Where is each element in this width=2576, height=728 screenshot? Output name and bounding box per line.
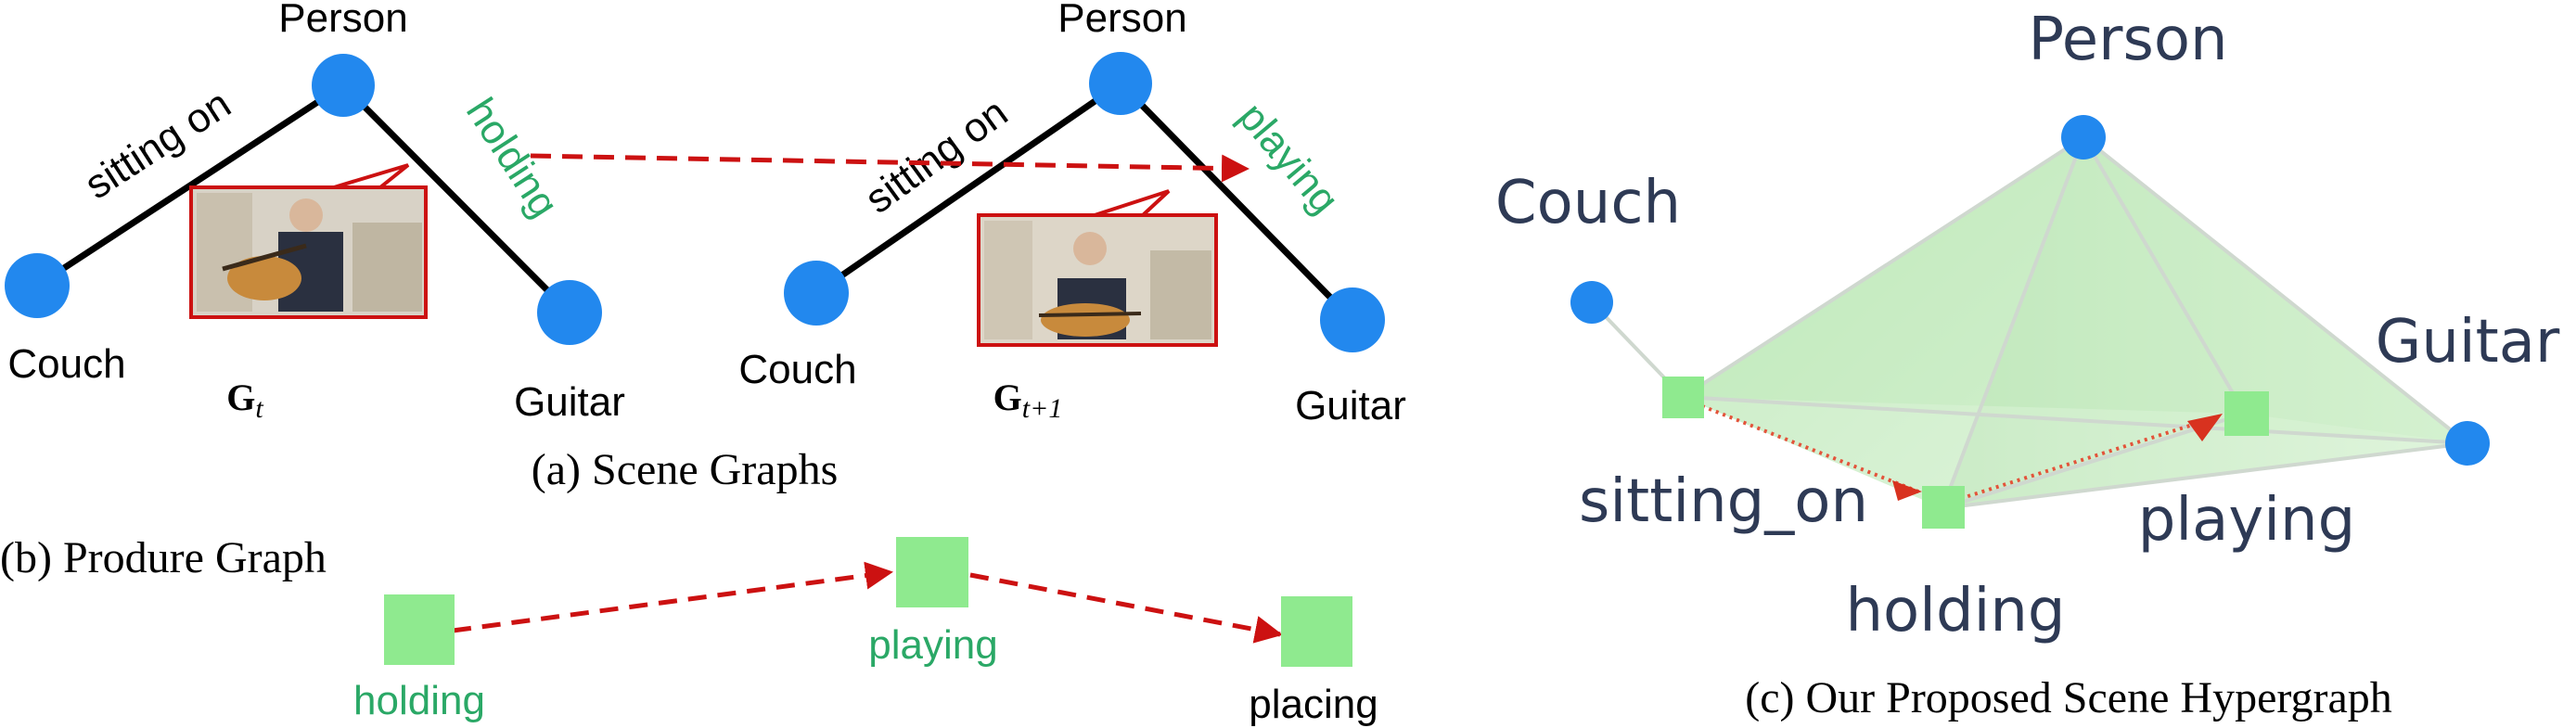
edge-label-sitting-on-t1: sitting on — [857, 90, 1016, 223]
hyper-label-holding: holding — [1845, 577, 2065, 645]
temporal-arrow-holding-to-playing — [530, 153, 1250, 183]
label-couch-t1: Couch — [738, 347, 856, 392]
node-guitar-t — [537, 280, 602, 345]
edge-person-guitar-t1 — [1118, 81, 1355, 323]
caption-b: (b) Produre Graph — [0, 533, 327, 582]
hyperedge-lines — [1590, 135, 2469, 510]
node-person-t — [312, 54, 375, 117]
scene-graph-t: Person Couch Guitar sitting on holding G… — [5, 0, 625, 425]
procedure-arrow-1 — [452, 561, 893, 633]
procedure-node-playing — [896, 537, 968, 607]
edge-person-guitar-t — [340, 83, 572, 315]
edge-label-playing-t1: playing — [1230, 95, 1348, 223]
hyper-label-guitar: Guitar — [2376, 308, 2560, 377]
procedure-label-playing: playing — [868, 622, 997, 668]
hyper-temporal-sitting-holding — [1687, 399, 1929, 497]
caption-c: (c) Our Proposed Scene Hypergraph — [1745, 673, 2392, 722]
edge-person-couch-t1 — [814, 81, 1122, 296]
hyperedge-face-back — [1683, 137, 2467, 443]
scene-graph-t1: Person Couch Guitar sitting on playing G… — [738, 0, 1406, 428]
scene-hypergraph: Person Couch Guitar sitting_on holding p… — [1495, 6, 2560, 645]
label-guitar-t: Guitar — [514, 379, 625, 425]
node-couch-t — [5, 253, 70, 318]
procedure-arrow-2 — [969, 572, 1283, 644]
label-person-t: Person — [278, 0, 407, 41]
hyper-label-sitting-on: sitting_on — [1579, 467, 1868, 536]
procedure-node-placing — [1281, 596, 1352, 667]
procedure-label-placing: placing — [1249, 682, 1378, 727]
video-frame-t1 — [977, 189, 1218, 347]
video-frame-t — [189, 163, 428, 319]
hyper-node-guitar — [2445, 421, 2490, 466]
label-person-t1: Person — [1057, 0, 1186, 41]
hyper-relation-sitting — [1662, 377, 1704, 418]
node-guitar-t1 — [1320, 287, 1385, 352]
math-label-G-t1: Gt+1 — [993, 377, 1063, 424]
procedure-label-holding: holding — [353, 678, 485, 723]
hyper-label-couch: Couch — [1495, 169, 1681, 237]
math-label-G-t: Gt — [226, 377, 263, 424]
node-couch-t1 — [784, 261, 849, 326]
hyper-arrowhead-1 — [1892, 480, 1922, 501]
label-guitar-t1: Guitar — [1295, 383, 1406, 428]
procedure-graph: holding playing placing — [353, 537, 1378, 727]
node-person-t1 — [1089, 52, 1152, 115]
hyper-relation-playing — [2224, 391, 2269, 436]
label-couch-t: Couch — [7, 341, 125, 387]
procedure-node-holding — [384, 594, 455, 665]
caption-a: (a) Scene Graphs — [532, 445, 839, 494]
hyperedge-face-bottom — [1683, 397, 2467, 508]
hyper-node-couch — [1570, 281, 1613, 324]
hyper-relation-holding — [1922, 486, 1965, 529]
hyper-label-playing: playing — [2138, 486, 2355, 555]
hyper-node-person — [2061, 115, 2106, 160]
hyper-arrowhead-2 — [2187, 414, 2223, 441]
hyper-temporal-holding-playing — [1953, 421, 2199, 503]
hyper-label-person: Person — [2028, 6, 2227, 74]
